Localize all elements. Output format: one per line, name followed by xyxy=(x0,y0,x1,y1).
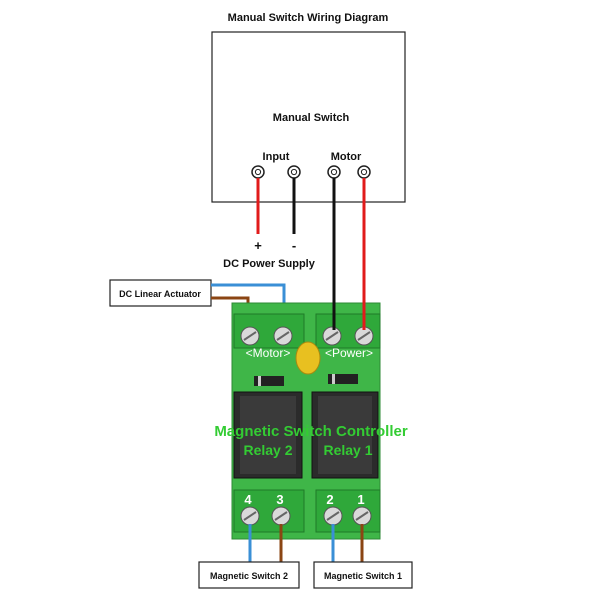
terminal-4-label: 4 xyxy=(244,492,252,507)
magnetic-switch-1-label: Magnetic Switch 1 xyxy=(324,571,402,581)
dc-power-supply-label: DC Power Supply xyxy=(223,258,316,270)
capacitor xyxy=(295,341,321,375)
relay-1-label: Relay 1 xyxy=(323,442,372,458)
controller-board: <Motor> <Power> 4 3 2 1 xyxy=(231,302,381,540)
diagram-title: Manual Switch Wiring Diagram xyxy=(228,12,389,24)
terminal-1-label: 1 xyxy=(357,492,364,507)
minus-label: - xyxy=(292,238,296,253)
switch-terminal-input-plus xyxy=(251,165,265,179)
manual-switch-box xyxy=(211,31,406,203)
magnetic-switch-1-box xyxy=(313,561,413,589)
screw-terminal-2 xyxy=(323,506,343,526)
terminal-3-label: 3 xyxy=(276,492,283,507)
actuator-box xyxy=(109,279,212,307)
switch-terminal-motor-b xyxy=(357,165,371,179)
screw-terminal-3 xyxy=(271,506,291,526)
actuator-label: DC Linear Actuator xyxy=(119,289,201,299)
input-label: Input xyxy=(263,151,290,163)
screw-power-1 xyxy=(322,326,342,346)
magnetic-switch-2-box xyxy=(198,561,300,589)
screw-terminal-4 xyxy=(240,506,260,526)
magnetic-switch-2-label: Magnetic Switch 2 xyxy=(210,571,288,581)
diode-2 xyxy=(328,374,358,384)
switch-terminal-motor-a xyxy=(327,165,341,179)
motor-terminal-label: <Motor> xyxy=(246,346,291,360)
screw-motor-2 xyxy=(273,326,293,346)
plus-label: + xyxy=(254,238,262,253)
controller-title: Magnetic Switch Controller xyxy=(214,423,408,440)
motor-label: Motor xyxy=(331,151,362,163)
screw-motor-1 xyxy=(240,326,260,346)
manual-switch-label: Manual Switch xyxy=(273,112,350,124)
switch-terminal-input-minus xyxy=(287,165,301,179)
diode-1 xyxy=(254,376,284,386)
power-terminal-label: <Power> xyxy=(325,346,373,360)
terminal-2-label: 2 xyxy=(326,492,333,507)
screw-terminal-1 xyxy=(352,506,372,526)
relay-2-label: Relay 2 xyxy=(243,442,292,458)
